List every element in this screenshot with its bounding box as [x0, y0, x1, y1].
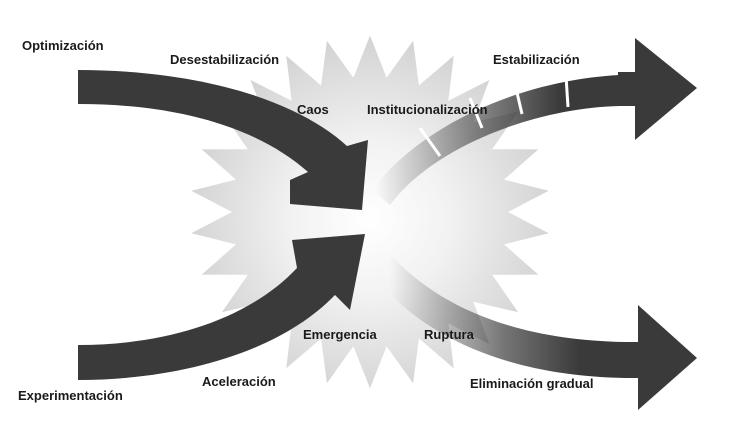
- stabilization-arc-body: [372, 75, 620, 205]
- label-aceleracion: Aceleración: [202, 374, 276, 389]
- label-ruptura: Ruptura: [424, 327, 474, 342]
- label-institucionalizacion: Institucionalización: [367, 102, 488, 117]
- optimization-arc-arrow: [78, 70, 368, 210]
- label-eliminacion-gradual: Eliminación gradual: [470, 376, 594, 391]
- label-experimentacion: Experimentación: [18, 388, 123, 403]
- label-emergencia: Emergencia: [303, 327, 377, 342]
- label-estabilizacion: Estabilización: [493, 52, 580, 67]
- phaseout-arrowhead: [623, 305, 697, 410]
- stabilization-segment-gaps: [418, 75, 570, 157]
- label-optimizacion: Optimización: [22, 38, 104, 53]
- label-caos: Caos: [297, 102, 329, 117]
- stabilization-arrowhead: [618, 38, 697, 140]
- phaseout-arc-body: [372, 252, 625, 378]
- label-desestabilizacion: Desestabilización: [170, 52, 280, 67]
- experimentation-arc-arrow: [78, 234, 365, 380]
